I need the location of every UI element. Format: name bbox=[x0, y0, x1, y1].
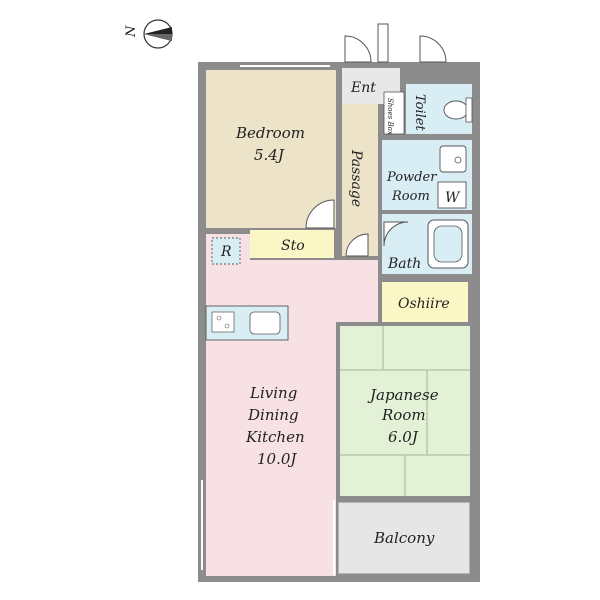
powder-room-label-line1: Powder bbox=[386, 170, 437, 185]
windows bbox=[201, 65, 335, 575]
bath-label: Bath bbox=[387, 256, 421, 272]
bedroom-area bbox=[206, 70, 336, 228]
door-arcs bbox=[305, 23, 447, 257]
balcony-area bbox=[337, 501, 471, 575]
entrance-label: Ent bbox=[350, 80, 376, 96]
bathtub-icon bbox=[427, 219, 469, 269]
ldk-size: 10.0J bbox=[257, 450, 297, 468]
washer-label: W bbox=[445, 190, 461, 206]
balcony-label: Balcony bbox=[373, 529, 435, 547]
washbasin-icon bbox=[439, 145, 467, 173]
powder-room-label-line2: Room bbox=[391, 189, 430, 204]
ldk-label-line1: Living bbox=[249, 384, 297, 402]
passage-label: Passage bbox=[348, 149, 364, 207]
north-arrow-icon bbox=[143, 19, 173, 49]
ldk-label-line3: Kitchen bbox=[245, 428, 305, 446]
toilet-bowl-icon bbox=[443, 97, 473, 123]
toilet-label: Toilet bbox=[412, 94, 427, 131]
japanese-room-label-line1: Japanese bbox=[367, 386, 439, 404]
refrigerator-box bbox=[211, 237, 241, 265]
oshiire-area bbox=[382, 282, 468, 322]
storage-label: Sto bbox=[281, 238, 305, 254]
bedroom-label: Bedroom bbox=[235, 124, 305, 142]
washer-box bbox=[437, 181, 467, 209]
bedroom-size: 5.4J bbox=[254, 146, 285, 164]
oshiire-label: Oshiire bbox=[398, 296, 450, 312]
tatami-lines bbox=[340, 326, 470, 496]
north-label: N bbox=[124, 25, 139, 38]
storage-area bbox=[250, 230, 334, 258]
shoes-box-label: Shoes Box bbox=[386, 98, 394, 135]
refrigerator-label: R bbox=[220, 244, 232, 260]
japanese-room-label-line2: Room bbox=[381, 406, 426, 424]
shoes-box-area bbox=[383, 91, 405, 135]
kitchen-counter bbox=[205, 305, 289, 341]
japanese-room-size: 6.0J bbox=[388, 428, 419, 446]
ldk-label-line2: Dining bbox=[247, 406, 299, 424]
passage-area bbox=[342, 104, 378, 256]
